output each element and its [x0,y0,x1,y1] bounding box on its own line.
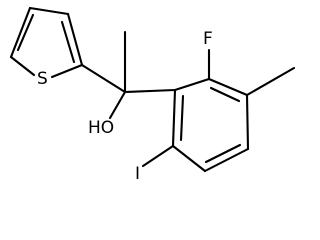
bond-s1-c5 [9,55,36,77]
central-carbon-bonds [80,30,177,120]
iodine-atom-label: I [135,164,140,184]
bond-c2-quaternary [80,63,127,94]
hydroxyl-label: HO [88,118,114,138]
bond-c4-c3 [28,6,70,16]
bond-a2-a3-double [209,86,241,103]
bond-a2-a3 [207,77,249,97]
bond-a5-a6 [171,144,207,173]
bond-a1-a2 [173,77,211,92]
bond-a6-a1-double [179,94,185,142]
fluorine-atom-label: F [203,29,213,49]
bond-c5-c4 [9,6,32,59]
bond-a6-a1 [171,88,177,148]
sulfur-atom-label: S [37,69,48,89]
benzene-ring [171,77,250,173]
bond-c2-s1 [50,63,84,79]
thiophene-ring [9,6,84,79]
bond-quaternary-aryl [123,88,177,94]
bond-a4-a5-double [204,143,242,164]
bond-c3-c2-double [60,20,76,64]
bond-a4-a5 [203,147,250,173]
bond-c5-c4-double [16,13,35,52]
structure-diagram: S F HO I [9,6,296,184]
bond-ring-methyl [245,66,296,97]
substituent-bonds [141,48,296,168]
bond-quaternary-oxygen [108,90,127,120]
bond-ring-iodine [141,144,175,168]
bond-c3-c2 [66,12,84,67]
bond-a3-a4 [245,93,250,151]
